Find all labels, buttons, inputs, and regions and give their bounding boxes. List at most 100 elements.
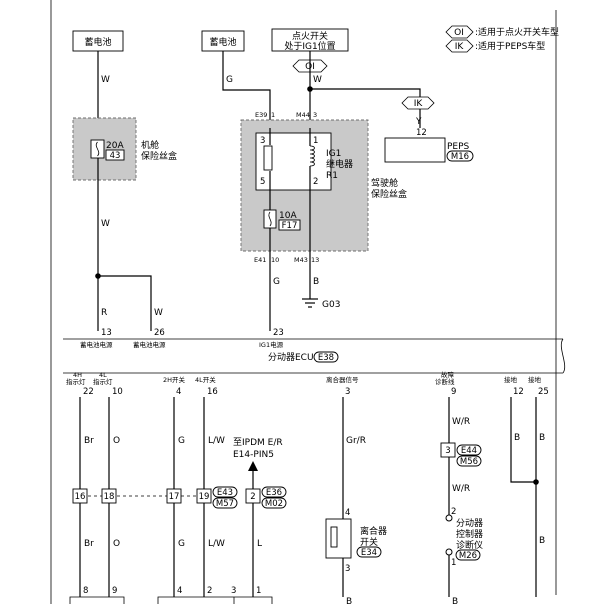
clutch-switch-icon	[330, 526, 338, 548]
ecu-connector: E38	[318, 353, 334, 363]
wire-label-y: Y	[415, 117, 422, 127]
ecu-label-clutch: 离合器信号	[326, 375, 359, 384]
cabin-fuse-number-box	[278, 219, 301, 231]
wire-label-w3: W	[154, 308, 163, 318]
cabin-fuse-number: F17	[282, 221, 298, 231]
engine-fuse-number: 43	[110, 151, 121, 161]
ecu-label-2h-switch: 2H开关	[163, 375, 186, 384]
ecu-pin-25: 25	[538, 387, 549, 397]
diag-connector: M26	[459, 551, 477, 561]
wire-gnd-12	[510, 397, 536, 483]
ecu-label-diag-1: 故障	[441, 370, 455, 379]
ignition-line2: 处于IG1位置	[284, 40, 335, 52]
clutch-switch-box	[325, 518, 352, 559]
bottom-pin-3: 3	[231, 586, 236, 596]
relay-contact-icon	[263, 145, 273, 171]
ecu-pin-3: 3	[345, 387, 350, 397]
cabin-fuse-icon	[268, 211, 272, 227]
relay-pin3: 3	[260, 136, 265, 146]
diag-line1: 分动器	[456, 518, 483, 529]
ecu-pin-12: 12	[513, 387, 524, 397]
ecu-label-4h-2: 指示灯	[66, 377, 86, 386]
ecu-label-4l-2: 指示灯	[93, 377, 113, 386]
inline-m02: M02	[265, 499, 283, 509]
bottom-component-right	[157, 596, 273, 604]
wire-to-peps	[310, 88, 421, 128]
engine-fuse-number-box	[105, 149, 125, 161]
inline-pin-2: 2	[250, 492, 255, 502]
wire-label-w-ig: W	[313, 75, 322, 85]
engine-fusebox-line1: 机舱	[141, 139, 159, 151]
inline-e44-tag	[456, 444, 482, 456]
wire-label-g4: G	[178, 539, 185, 549]
bottom-pin-8: 8	[83, 586, 88, 596]
inline-pin-18: 18	[104, 492, 115, 502]
legend-oi-code: OI	[454, 28, 464, 38]
wire-label-b-bottom: B	[539, 536, 545, 546]
wire-label-o2: O	[113, 539, 120, 549]
relay-line1: IG1	[326, 149, 341, 159]
ecu-break-mark	[560, 338, 566, 374]
clutch-connector: E34	[361, 548, 377, 558]
cabin-fuse-amps: 10A	[279, 211, 297, 221]
inline-pin-3-box	[440, 442, 456, 458]
ik-tag	[401, 96, 435, 110]
inline-m56: M56	[460, 457, 478, 467]
engine-fuse-amps: 20A	[106, 141, 124, 151]
legend-ik-code: IK	[455, 42, 465, 52]
inline-m56-tag	[456, 455, 482, 467]
battery-1-label: 蓄电池	[84, 36, 111, 48]
wire-label-wr1: W/R	[452, 417, 470, 427]
junction-dot-gnd	[533, 479, 539, 485]
conn-m44: M44	[296, 111, 310, 119]
peps-connector: M16	[451, 152, 469, 162]
inline-e44: E44	[461, 446, 477, 456]
conn-e39-pin: 1	[271, 111, 275, 119]
wire-label-br2: Br	[84, 539, 94, 549]
inline-pin-19-box	[196, 488, 212, 504]
inline-pin-17-box	[166, 488, 182, 504]
bottom-pin-2: 2	[207, 586, 212, 596]
diag-pin-bottom: 1	[451, 558, 456, 568]
diag-terminal-top	[445, 514, 453, 522]
conn-e41: E41	[254, 256, 266, 264]
ipdm-arrow-icon	[248, 461, 258, 471]
ecu-label-ig1: IG1电源	[259, 340, 284, 349]
clutch-pin-top: 4	[345, 508, 350, 518]
legend-ik-text: :适用于PEPS车型	[475, 40, 545, 52]
diag-terminal-bottom	[445, 548, 453, 556]
conn-m44-pin: 3	[313, 111, 317, 119]
wire-label-b-end: B	[452, 597, 458, 604]
legend-ik-tag	[445, 39, 474, 53]
ground-label: G03	[322, 300, 340, 310]
peps-name: PEPS	[447, 142, 470, 152]
wire-label-g2: G	[273, 277, 280, 287]
ecu-label-4h-1: 4H	[73, 371, 82, 379]
wire-label-w1: W	[101, 75, 110, 85]
wire-label-wr2: W/R	[452, 484, 470, 494]
legend-oi-text: :适用于点火开关车型	[475, 26, 559, 38]
ecu-pin-13: 13	[101, 328, 112, 338]
bottom-pin-1: 1	[256, 586, 261, 596]
bottom-pin-9: 9	[112, 586, 117, 596]
inline-pin-18-box	[101, 488, 117, 504]
conn-m43: M43	[294, 256, 308, 264]
inline-e36-tag	[261, 486, 287, 498]
wire-label-b-ground: B	[313, 277, 319, 287]
wire-label-g1: G	[226, 75, 233, 85]
inline-pin-19: 19	[199, 492, 210, 502]
ecu-pin-26: 26	[154, 328, 165, 338]
wire-label-b-right: B	[539, 433, 545, 443]
diag-connector-tag	[455, 549, 481, 561]
ecu-connector-tag	[313, 351, 339, 363]
relay-line2: 继电器	[326, 158, 353, 170]
ecu-pin-16: 16	[207, 387, 218, 397]
ecu-pin-23: 23	[273, 328, 284, 338]
ecu-name: 分动器ECU	[268, 352, 314, 363]
inline-pin-3: 3	[445, 446, 450, 456]
ecu-label-gnd1: 接地	[504, 375, 518, 384]
ipdm-line2: E14-PIN5	[233, 450, 274, 460]
wire-label-b-left: B	[514, 433, 520, 443]
inline-e43: E43	[217, 488, 233, 498]
